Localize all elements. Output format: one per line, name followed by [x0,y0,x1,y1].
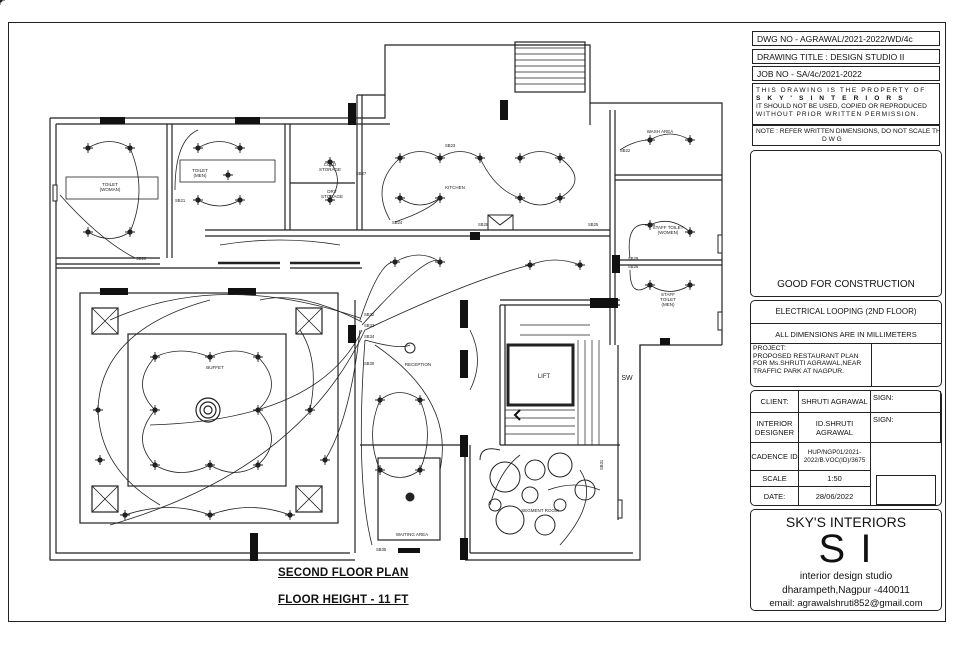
svg-text:SB21: SB21 [175,198,186,203]
project-box: ELECTRICAL LOOPING (2ND FLOOR) ALL DIMEN… [750,300,942,387]
project-description: PROJECT: PROPOSED RESTAURANT PLAN FOR Ms… [753,345,862,375]
svg-text:(WOMEN): (WOMEN) [658,230,679,235]
plan-title: SECOND FLOOR PLAN [278,567,409,579]
note-text-cont: D W G [822,136,842,143]
stamp-box [876,475,936,505]
walls [49,41,723,561]
drawing-number: DWG NO - AGRAWAL/2021-2022/WD/4c [752,31,940,46]
room-segment-room: SEGMENT ROOM [521,508,559,513]
cadence-value: HUP/NGP01/2021-2022/B.VOC(ID)/3675 [799,443,871,471]
approval-box: GOOD FOR CONSTRUCTION [750,150,942,297]
svg-text:SB31: SB31 [599,459,604,470]
svg-text:SB22: SB22 [620,148,631,153]
date-value: 28/06/2022 [799,487,871,505]
sheet-name: ELECTRICAL LOOPING (2ND FLOOR) [775,307,917,316]
svg-text:SB28: SB28 [478,222,489,227]
svg-text:(WOMAN): (WOMAN) [100,187,121,192]
firm-name: SKY'S INTERIORS [785,514,907,530]
svg-text:SB23: SB23 [445,143,456,148]
client-sign-label: SIGN: [871,391,941,413]
svg-text:SB26: SB26 [628,264,639,269]
room-sw: SW [621,375,633,382]
svg-text:SB35: SB35 [376,547,387,552]
svg-text:SB24: SB24 [392,220,403,225]
columns [52,100,723,561]
svg-text:SB25: SB25 [588,222,599,227]
property-line-2: S K Y ' S I N T E R I O R S [756,95,906,102]
property-line-4: WITHOUT PRIOR WRITTEN PERMISSION. [756,111,920,118]
room-staff-toilet-women: STAFF TOILET [653,225,684,230]
room-toilet-women: TOILET [102,182,118,187]
firm-email: email: agrawalshruti852@gmail.com [769,598,923,609]
cadence-label: CADENCE ID [751,443,799,471]
good-for-construction: GOOD FOR CONSTRUCTION [777,279,915,290]
room-lift: LIFT [538,374,551,380]
client-value: SHRUTI AGRAWAL [799,391,871,413]
room-labels: TOILET (WOMAN) TOILET (MEN) COLD STORAGE… [100,129,684,537]
svg-text:SB30: SB30 [364,361,375,366]
note-text: NOTE : REFER WRITTEN DIMENSIONS, DO NOT … [756,128,940,135]
drawing-title: DRAWING TITLE : DESIGN STUDIO II [752,49,940,64]
svg-text:(MEN): (MEN) [194,173,207,178]
room-dry-storage: DRY [327,189,336,194]
firm-address: dharampeth,Nagpur -440011 [782,585,910,596]
svg-text:STORAGE: STORAGE [319,167,341,172]
light-fixtures [0,0,696,521]
property-line-1: THIS DRAWING IS THE PROPERTY OF [756,87,926,94]
svg-text:SB34: SB34 [364,334,375,339]
svg-text:STORAGE: STORAGE [321,194,343,199]
property-line-3: IT SHOULD NOT BE USED, COPIED OR REPRODU… [756,103,927,110]
room-kitchen: KITCHEN [445,185,465,190]
wiring-loops [59,129,691,546]
room-staff-toilet-men: STAFF [661,292,675,297]
svg-text:TOILET: TOILET [660,297,676,302]
svg-text:SB20: SB20 [136,256,147,261]
firm-logo: S I [818,527,874,571]
details-box: CLIENT: SHRUTI AGRAWAL SIGN: INTERIOR DE… [750,390,942,506]
room-cold-storage: COLD [324,162,337,167]
job-number: JOB NO - SA/4c/2021-2022 [752,66,940,81]
designer-label: INTERIOR DESIGNER [751,413,799,443]
designer-sign-label: SIGN: [871,413,941,443]
chandelier-fixtures [195,214,596,536]
dimensions-note: ALL DIMENSIONS ARE IN MILLIMETERS [775,330,917,339]
svg-text:SB33: SB33 [364,323,375,328]
svg-text:SB27: SB27 [356,171,367,176]
designer-value: ID.SHRUTI AGRAWAL [799,413,871,443]
room-toilet-men: TOILET [192,168,208,173]
svg-text:(MEN): (MEN) [662,302,675,307]
room-reception: RECEPTION [405,362,431,367]
client-label: CLIENT: [751,391,799,413]
firm-tagline: interior design studio [799,571,893,582]
property-notice: THIS DRAWING IS THE PROPERTY OF S K Y ' … [752,83,940,125]
floor-height-label: FLOOR HEIGHT - 11 FT [278,594,409,606]
room-wash-area: WASH AREA [647,129,674,134]
svg-text:SB32: SB32 [364,312,375,317]
scale-value: 1:50 [799,471,871,487]
date-label: DATE: [751,487,799,505]
scale-label: SCALE [751,471,799,487]
firm-box: SKY'S INTERIORS S I interior design stud… [750,509,942,611]
svg-text:SB29: SB29 [628,256,639,261]
room-waiting-area: WAITING AREA [396,532,428,537]
note-box: NOTE : REFER WRITTEN DIMENSIONS, DO NOT … [752,125,940,146]
room-buffet: BUFFET [206,365,224,370]
drawing-sheet [8,22,946,622]
switch-board-labels: SB20 SB21 SB22 SB23 SB24 SB25 SB26 SB27 … [136,143,639,552]
